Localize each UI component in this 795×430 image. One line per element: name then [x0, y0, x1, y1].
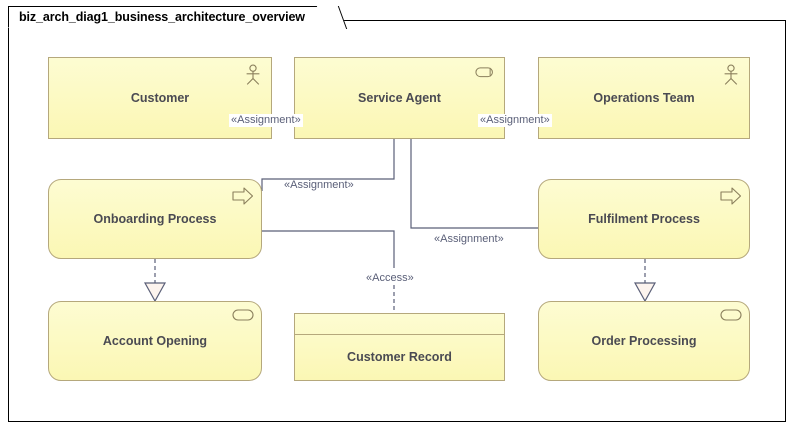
node-label-service-agent: Service Agent [358, 90, 441, 105]
node-label-onboarding-process: Onboarding Process [93, 211, 217, 226]
connector-label-service-agent-to-onboarding: «Assignment» [284, 179, 354, 191]
node-label-customer: Customer [130, 90, 190, 105]
connector-label-service-agent-to-operations-team: «Assignment» [478, 114, 552, 127]
diagram-title-tab[interactable]: biz_arch_diag1_business_architecture_ove… [8, 6, 332, 28]
actor-icon [242, 64, 264, 86]
node-label-customer-record: Customer Record [347, 350, 452, 364]
node-operations-team[interactable]: Operations Team [538, 57, 750, 139]
business-service-icon [720, 308, 742, 330]
business-role-icon [475, 64, 497, 86]
node-label-account-opening: Account Opening [102, 333, 208, 348]
connector-label-service-agent-to-customer-record: «Access» [366, 272, 414, 284]
node-customer-record[interactable]: Customer Record [294, 313, 505, 381]
node-account-opening[interactable]: Account Opening [48, 301, 262, 381]
node-order-processing[interactable]: Order Processing [538, 301, 750, 381]
node-service-agent[interactable]: Service Agent [294, 57, 505, 139]
connector-label-customer-to-service-agent: «Assignment» [229, 114, 303, 127]
node-fulfilment-process[interactable]: Fulfilment Process [538, 179, 750, 259]
business-object-header-band [295, 314, 504, 335]
node-label-fulfilment-process: Fulfilment Process [588, 211, 700, 226]
actor-icon [720, 64, 742, 86]
diagram-title-text: biz_arch_diag1_business_architecture_ove… [19, 10, 305, 24]
node-label-order-processing: Order Processing [591, 333, 697, 348]
process-arrow-icon [232, 186, 254, 208]
connector-label-service-agent-to-fulfilment: «Assignment» [434, 233, 504, 245]
business-service-icon [232, 308, 254, 330]
node-label-operations-team: Operations Team [593, 90, 695, 105]
business-object-body: Customer Record [295, 335, 504, 380]
process-arrow-icon [720, 186, 742, 208]
node-onboarding-process[interactable]: Onboarding Process [48, 179, 262, 259]
